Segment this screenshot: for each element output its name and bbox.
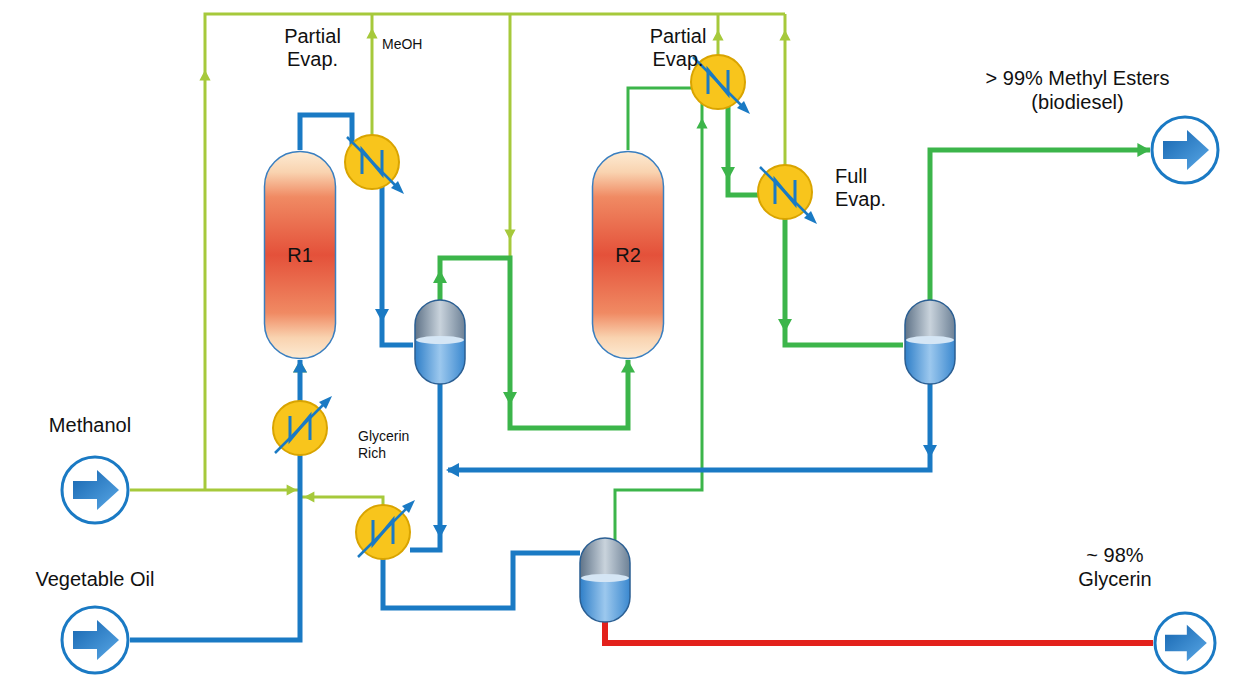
flow-arrow — [721, 167, 735, 180]
separator — [580, 538, 630, 622]
port-arrow — [73, 470, 119, 510]
port-circle — [62, 457, 128, 523]
heat-exchanger — [273, 396, 332, 455]
stream-label: ~ 98% Glycerin — [1065, 543, 1165, 591]
equipment-label: MeOH — [382, 36, 442, 53]
stream-label: Methanol — [35, 413, 145, 437]
stream-label: > 99% Methyl Esters (biodiesel) — [945, 66, 1210, 114]
stream-pipe — [628, 88, 695, 150]
flow-arrow — [304, 491, 314, 502]
flow-arrow — [778, 319, 792, 332]
reactor-vessel: R2 — [591, 150, 665, 360]
heat-exchanger — [356, 500, 415, 559]
stream-label: Vegetable Oil — [5, 567, 185, 591]
flow-arrow — [504, 230, 515, 240]
flow-arrow — [287, 484, 297, 495]
reactor-label: R2 — [591, 243, 665, 267]
stream-port: > 99% Methyl Esters (biodiesel) — [945, 62, 1225, 187]
equipment-label: Partial Evap. — [270, 25, 355, 71]
flow-arrow — [366, 28, 377, 38]
glycerin-pipe — [383, 553, 580, 608]
arrow-head — [293, 360, 307, 373]
stream-pipe — [130, 360, 300, 640]
glycerin-product-pipe — [605, 622, 1153, 643]
separator — [415, 300, 465, 384]
stream-pipe — [930, 150, 1150, 300]
flow-arrow — [375, 309, 389, 322]
port-circle — [1152, 117, 1218, 183]
flow-arrow — [446, 463, 459, 477]
stream-port: ~ 98% Glycerin — [1060, 540, 1242, 676]
arrow-head — [621, 360, 635, 373]
reactor-vessel: R1 — [263, 150, 337, 360]
process-stream — [300, 115, 635, 428]
arrow-head — [1137, 143, 1150, 157]
flow-arrow — [503, 392, 517, 405]
equipment-label: Partial Evap. — [638, 25, 718, 71]
stream-port: Methanol — [35, 410, 145, 525]
flow-arrow — [923, 445, 937, 458]
methanol-pipe — [509, 14, 512, 258]
equipment-label: Glycerin Rich — [358, 428, 424, 462]
arrow-head — [293, 360, 307, 373]
port-icon — [60, 605, 130, 675]
port-circle — [62, 607, 128, 673]
reactor-label: R1 — [263, 243, 337, 267]
port-icon — [1150, 115, 1220, 185]
flow-arrow — [199, 70, 210, 80]
equipment-label: Full Evap. — [835, 165, 910, 211]
flow-arrow — [433, 270, 447, 283]
port-icon — [1153, 611, 1217, 675]
process-stream — [130, 360, 307, 640]
stream-port: Vegetable Oil — [5, 565, 185, 675]
flow-arrow — [712, 30, 723, 40]
port-arrow — [1165, 625, 1207, 661]
methanol-pipe — [205, 14, 785, 490]
separator — [905, 300, 955, 384]
process-stream — [628, 88, 1150, 345]
methanol-pipes — [205, 14, 785, 505]
flow-arrow — [433, 525, 447, 538]
port-arrow — [73, 620, 119, 660]
stream-pipe — [728, 100, 760, 195]
glycerin-pipes — [383, 384, 930, 608]
stream-pipe — [300, 115, 352, 150]
flow-arrows — [199, 28, 937, 538]
port-circle — [1155, 613, 1215, 673]
evaporator — [758, 165, 817, 224]
port-icon — [60, 455, 130, 525]
flow-arrow — [779, 30, 790, 40]
flow-arrow — [696, 118, 707, 128]
stream-pipe — [785, 218, 903, 345]
stream-pipe — [382, 175, 413, 345]
evaporator — [345, 135, 404, 194]
port-arrow — [1163, 130, 1209, 170]
